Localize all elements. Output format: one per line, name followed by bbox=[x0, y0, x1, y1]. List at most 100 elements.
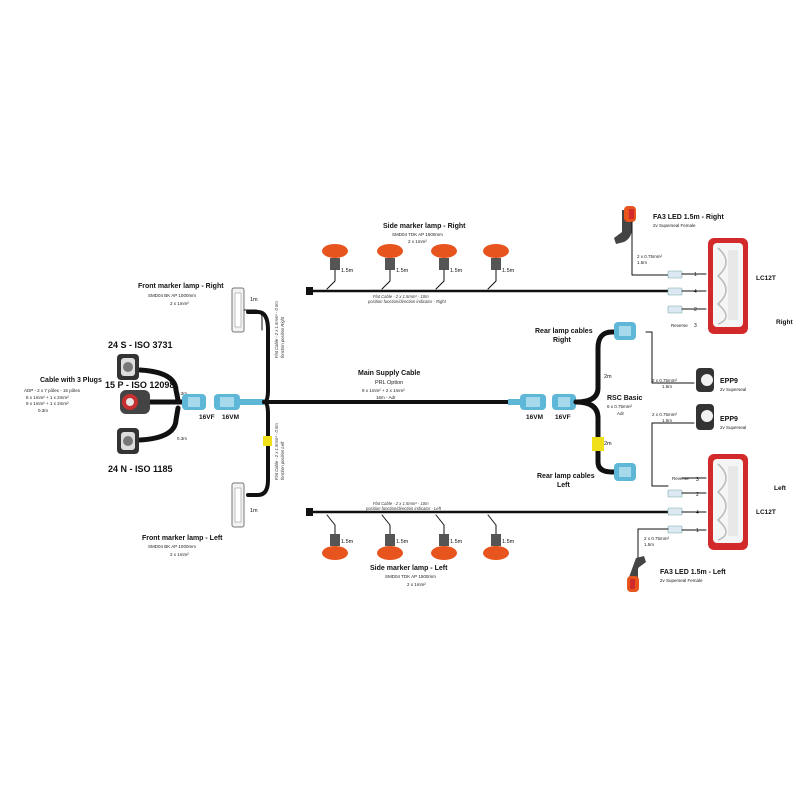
side-right-len-1: 1.5m bbox=[341, 268, 354, 274]
fa3-left-lead bbox=[637, 528, 669, 569]
fa3-right-sub: 2v Superseal Female bbox=[653, 223, 696, 228]
front-right-title: Front marker lamp - Right bbox=[138, 283, 224, 290]
side-left-section: 2 x 1mm² bbox=[407, 582, 426, 587]
plugs-sections-1: 6 x 1mm² + 1 x 2mm² bbox=[26, 395, 69, 400]
rear-right-side: Right bbox=[553, 337, 572, 344]
flat-side-right-end bbox=[306, 287, 313, 295]
rear-left-side: Left bbox=[557, 482, 571, 489]
epp-top-section: 2 x 0.75mm² bbox=[652, 378, 678, 383]
lc12t-right-pin-4 bbox=[667, 287, 707, 296]
main-cable-title: Main Supply Cable bbox=[358, 370, 420, 377]
epp-bottom-icon bbox=[696, 404, 714, 430]
plug-15p-label: 15 P - ISO 12098 bbox=[105, 380, 174, 390]
rear-left-branch bbox=[573, 399, 619, 475]
main-cable-option: PRL Option bbox=[375, 380, 403, 386]
plug-24n-icon bbox=[117, 428, 139, 454]
fa3-left-section: 2 x 0.75mm² bbox=[644, 536, 670, 541]
lc12t-left-model: LC12T bbox=[756, 509, 776, 516]
lc12t-left-pin-2 bbox=[667, 489, 707, 498]
epp-bottom-sub: 2v Superseal bbox=[720, 425, 746, 430]
main-cable-length: 16m - Adr bbox=[376, 395, 396, 400]
side-left-lamp-3 bbox=[431, 514, 457, 560]
plug-24n-label: 24 N - ISO 1185 bbox=[108, 464, 173, 474]
flat-side-right-label: Flat Cable - 2 x 1.5mm² - 10m bbox=[373, 294, 429, 299]
rear-right-len: 2m bbox=[604, 374, 612, 380]
rear-left-title: Rear lamp cables bbox=[537, 473, 595, 480]
rear-right-connector bbox=[614, 322, 636, 340]
lc12t-left-pin-1-label: 1 bbox=[696, 528, 699, 534]
side-left-lamp-1 bbox=[322, 514, 348, 560]
lc12t-left-side: Left bbox=[774, 485, 787, 492]
fa3-left-sub: 2v Superseal Female bbox=[660, 578, 703, 583]
fa3-left-title: FA3 LED 1.5m - Left bbox=[660, 569, 726, 576]
rsc-title: RSC Basic bbox=[607, 395, 643, 402]
side-right-info: Side marker lamp - Right SMD04 TDK AP 15… bbox=[383, 223, 466, 244]
epp-top-icon bbox=[696, 368, 714, 392]
connector-left-vf bbox=[182, 394, 206, 410]
front-left-len: 1m bbox=[250, 508, 258, 514]
plugs-title: Cable with 3 Plugs bbox=[40, 377, 102, 384]
front-left-info: Front marker lamp - Left SMD04 BK AP 100… bbox=[142, 535, 223, 557]
flat-side-left-end bbox=[306, 508, 313, 516]
lc12t-left-pin-4-label: 4 bbox=[696, 510, 699, 516]
plug-24n-wire bbox=[137, 405, 181, 443]
front-right-model: SMD04 BK AP 1000mm bbox=[148, 293, 196, 298]
side-right-len-2: 1.5m bbox=[396, 268, 409, 274]
epp-bottom-section: 2 x 0.75mm² bbox=[652, 412, 678, 417]
yellow-marker-left bbox=[263, 436, 272, 446]
fa3-left-icon bbox=[627, 556, 646, 592]
side-right-section: 2 x 1mm² bbox=[408, 239, 427, 244]
fa3-right-section: 2 x 0.75mm² bbox=[637, 254, 663, 259]
side-left-len-4: 1.5m bbox=[502, 539, 515, 545]
front-left-model: SMD04 BK AP 1000mm bbox=[148, 544, 196, 549]
epp-bottom-len: 1.5m bbox=[662, 418, 672, 423]
side-right-lamp-4 bbox=[483, 244, 509, 290]
front-right-lead bbox=[243, 309, 263, 331]
epp-bottom-name: EPP9 bbox=[720, 416, 738, 423]
side-left-model: SMD04 TDK AP 1500mm bbox=[385, 574, 436, 579]
plugs-length: 0.3m bbox=[38, 408, 48, 413]
yellow-marker-right bbox=[592, 437, 604, 451]
flat-side-left-label: Flat Cable - 2 x 1.5mm² - 10m bbox=[373, 501, 429, 506]
rsc-note: Adr bbox=[617, 411, 625, 416]
side-right-lamp-2 bbox=[377, 244, 403, 290]
fa3-right-lead bbox=[631, 221, 669, 276]
connector-right-vf bbox=[552, 394, 576, 410]
rear-left-info: Rear lamp cables Left bbox=[537, 473, 595, 489]
rsc-info: RSC Basic 6 x 0.75mm² Adr bbox=[607, 395, 643, 416]
front-left-title: Front marker lamp - Left bbox=[142, 535, 223, 542]
rear-right-branch bbox=[573, 329, 619, 405]
front-right-section: 2 x 1mm² bbox=[170, 301, 189, 306]
connector-right-vm bbox=[520, 394, 546, 410]
flat-front-left-label: Flat Cable - 2 x 1.5mm² - 0.5m bbox=[274, 423, 279, 480]
epp-top-sub: 2v Superseal bbox=[720, 387, 746, 392]
flat-side-left-func: position function/direction indicator - … bbox=[365, 506, 442, 511]
lc12t-left-reverse: Reverse bbox=[672, 476, 689, 481]
side-left-title: Side marker lamp - Left bbox=[370, 565, 448, 572]
plug-24s-label: 24 S - ISO 3731 bbox=[108, 340, 173, 350]
fa3-right-icon bbox=[614, 206, 636, 244]
rear-left-len: 2m bbox=[604, 441, 612, 447]
connector-right-tail bbox=[508, 399, 524, 405]
flat-front-right-func: fonction position Right bbox=[280, 316, 285, 358]
side-right-len-3: 1.5m bbox=[450, 268, 463, 274]
plug-24s-icon bbox=[117, 354, 139, 380]
flat-front-right-label: Flat Cable - 2 x 1.5mm² - 0.5m bbox=[274, 301, 279, 358]
connector-left-vm bbox=[214, 394, 240, 410]
lc12t-left-lamp bbox=[708, 454, 748, 550]
epp-top-name: EPP9 bbox=[720, 378, 738, 385]
side-left-len-2: 1.5m bbox=[396, 539, 409, 545]
lc12t-right-pin-4-label: 4 bbox=[694, 289, 697, 295]
side-left-lamp-4 bbox=[483, 514, 509, 560]
front-left-section: 2 x 1mm² bbox=[170, 552, 189, 557]
side-left-lamp-2 bbox=[377, 514, 403, 560]
main-cable-section: 9 x 1mm² + 2 x 1mm² bbox=[362, 388, 405, 393]
front-right-branch bbox=[246, 310, 270, 404]
lc12t-right-reverse-pin: 3 bbox=[694, 323, 697, 329]
lc12t-right-pin-1-label: 1 bbox=[694, 272, 697, 278]
rsc-section: 6 x 0.75mm² bbox=[607, 404, 633, 409]
epp-top-len: 1.5m bbox=[662, 384, 672, 389]
main-cable-info: Main Supply Cable PRL Option 9 x 1mm² + … bbox=[358, 370, 420, 400]
lc12t-left-pin-2-label: 2 bbox=[696, 492, 699, 498]
